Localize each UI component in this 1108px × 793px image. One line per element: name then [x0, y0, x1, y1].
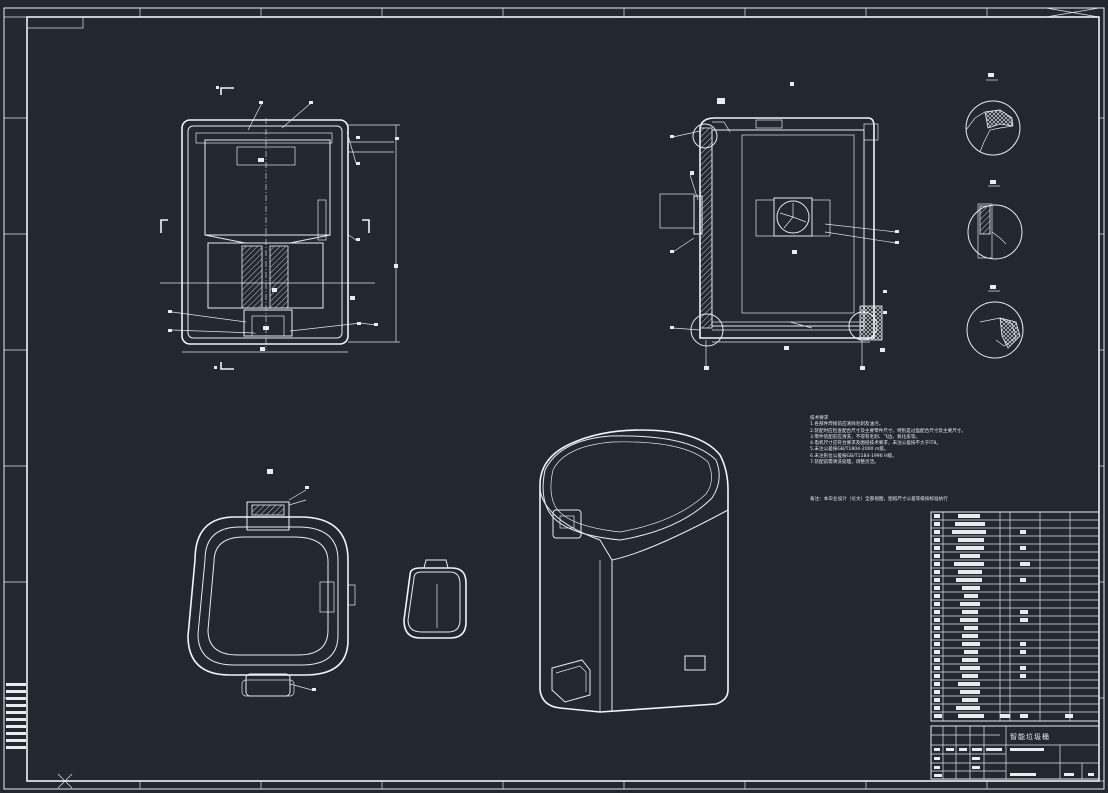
corner-cross-mark	[57, 773, 73, 789]
top-view-lid	[187, 469, 356, 697]
title-block	[930, 725, 1100, 780]
leader-tags	[168, 101, 399, 351]
section-view-side	[659, 82, 899, 370]
parts-list-rows	[931, 512, 1099, 721]
leader-lines	[171, 102, 377, 334]
technical-requirement-item: 6.未注形位公差按GB/T1184-1996 H级。	[810, 453, 897, 459]
technical-requirements: 技术要求 1.各部件焊接前应清除毛刺及油污。 2.装配时应检查配合尺寸及主要零件…	[810, 416, 1010, 466]
remark-note: 备注：本毕业设计（论文）全部视图，图纸尺寸公差等级按标准执行	[810, 497, 948, 502]
section-view-front	[160, 86, 400, 370]
technical-requirement-item: 4.电机尺寸应符合要求及图纸技术要求，未注公差按不大于IT8。	[810, 441, 941, 447]
technical-requirement-item: 2.装配时应检查配合尺寸及主要零件尺寸，特别是过盈配合尺寸及主要尺寸。	[810, 428, 966, 434]
side-leader-lines	[672, 130, 897, 331]
parts-list	[930, 511, 1100, 722]
isometric-view	[539, 429, 729, 713]
top-view-inner-bucket	[403, 559, 467, 639]
parts-list-text-blocks	[934, 514, 1073, 718]
detail-views	[965, 73, 1024, 359]
drawing-title: 智能垃圾桶	[1010, 733, 1050, 741]
technical-requirement-item: 5.未注公差按GB/T1804-2000 m级。	[810, 447, 889, 453]
sheet-border	[3, 7, 1105, 790]
side-leader-tags	[670, 82, 899, 370]
technical-requirement-item: 7.装配前需清洗处理，调整灵活。	[810, 460, 879, 466]
zone-ruler-top	[4, 7, 1104, 789]
binding-strip	[6, 683, 26, 749]
technical-requirements-heading: 技术要求	[810, 416, 829, 421]
technical-requirement-item: 1.各部件焊接前应清除毛刺及油污。	[810, 422, 884, 428]
technical-requirement-item: 3.零件装配前应清洗，不得有毛刺、飞边、氧化皮等。	[810, 434, 921, 440]
